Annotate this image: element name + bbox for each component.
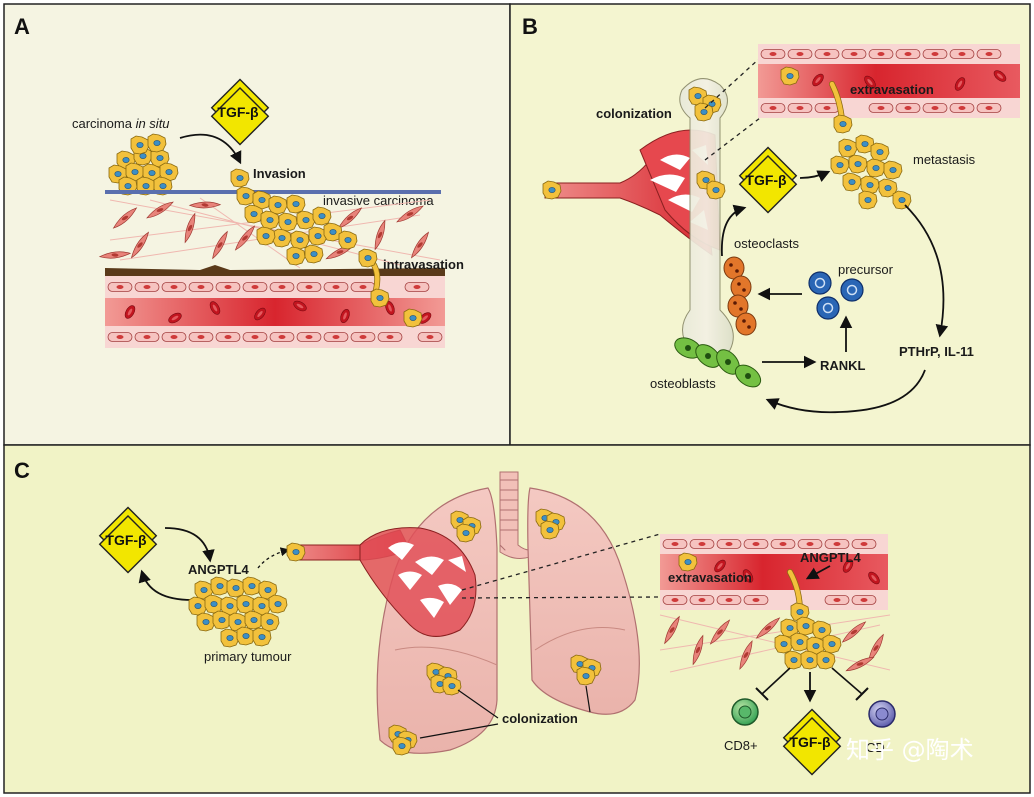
- tgf-beta-diamond-c-bottom: TGF-β: [783, 708, 841, 776]
- extravasation-vessel-c: [660, 534, 888, 622]
- cd4-partial-label: CD: [866, 740, 885, 755]
- precursor-label: precursor: [838, 262, 894, 277]
- extravasation-vessel-b: [758, 44, 1020, 134]
- arrow-to-invasion: [179, 133, 242, 165]
- panel-a: A carcinoma in situ TGF-β Invasion invas…: [3, 3, 511, 446]
- invasive-carcinoma-label: invasive carcinoma: [323, 193, 434, 208]
- basement-membrane: [105, 190, 441, 194]
- osteoblasts: [674, 337, 762, 388]
- carcinoma-in-situ-label: carcinoma in situ: [72, 116, 170, 131]
- panel-c: C TGF-β ANGPTL4 primary tumour: [3, 444, 1031, 794]
- angptl4-vessel-label: ANGPTL4: [800, 550, 861, 565]
- lung-vasculature: [286, 527, 477, 637]
- panel-b-letter: B: [522, 14, 538, 39]
- arrow-osteoclast-to-tgf: [721, 204, 747, 257]
- osteoclasts: [723, 256, 757, 336]
- pthrp-label: PTHrP, IL-11: [899, 344, 974, 359]
- angptl4-label: ANGPTL4: [188, 562, 249, 577]
- primary-tumour-label: primary tumour: [204, 649, 292, 664]
- colonization-label-c: colonization: [502, 711, 578, 726]
- cd4-cell: [868, 700, 896, 728]
- extravasation-label-c: extravasation: [668, 570, 752, 585]
- osteoblasts-label: osteoblasts: [650, 376, 716, 391]
- colonization-label-b: colonization: [596, 106, 672, 121]
- metastasis-label: metastasis: [913, 152, 976, 167]
- watermark: 知乎 @陶术: [846, 736, 974, 764]
- extravasation-label-b: extravasation: [850, 82, 934, 97]
- panel-a-background: [3, 3, 511, 446]
- arrow-pthrp-to-osteoblasts: [765, 369, 926, 414]
- zoom-lines-c: [461, 533, 661, 599]
- tgf-beta-diamond-a: TGF-β: [211, 78, 269, 146]
- colonization-pointers: [419, 685, 591, 739]
- panel-a-letter: A: [14, 14, 30, 39]
- precursor-cells: [808, 271, 864, 320]
- osteoclasts-label: osteoclasts: [734, 236, 800, 251]
- cd8-label: CD8+: [724, 738, 758, 753]
- arrow-angptl4-to-vessel: [257, 547, 290, 569]
- arrow-tgf-to-metastasis: [799, 170, 831, 182]
- panel-b: B colonization: [509, 3, 1031, 446]
- tgf-beta-label-c: TGF-β: [105, 532, 147, 548]
- arrow-metastasis-to-pthrp: [904, 204, 949, 338]
- tgf-beta-label-b: TGF-β: [745, 172, 787, 188]
- immune-inhibition: [755, 667, 869, 703]
- rankl-label: RANKL: [820, 358, 866, 373]
- arrow-tumour-to-tgf: [138, 569, 193, 601]
- intravasation-label: intravasation: [383, 257, 464, 272]
- arrow-tgf-to-angptl4: [164, 527, 215, 563]
- cd8-cell: [731, 698, 759, 726]
- tgf-beta-diamond-c: TGF-β: [99, 506, 157, 574]
- zoom-lines-b: [704, 57, 761, 161]
- tgf-beta-diamond-b: TGF-β: [739, 146, 797, 214]
- arrow-angptl4-vessel: [805, 565, 831, 580]
- blood-vessel-a: [105, 248, 445, 348]
- invasion-label: Invasion: [253, 166, 306, 181]
- tgf-beta-label-c-bottom: TGF-β: [789, 734, 831, 750]
- tgf-beta-label-a: TGF-β: [217, 104, 259, 120]
- panel-c-letter: C: [14, 458, 30, 483]
